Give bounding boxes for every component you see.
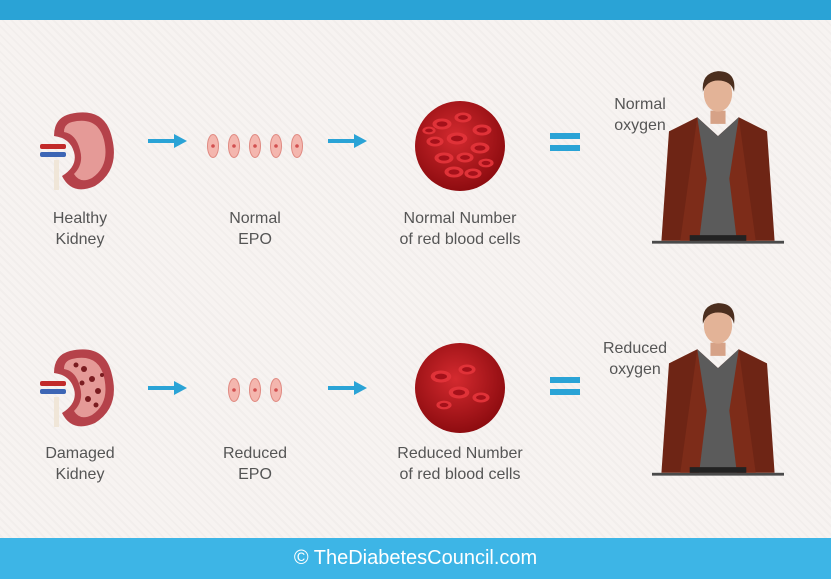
oxygen-label-normal: Normal oxygen: [590, 94, 690, 136]
epo-cells-normal: [205, 133, 309, 159]
epo-label-reduced: Reduced EPO: [195, 443, 315, 485]
kidney-label-line-1: Damaged: [45, 445, 115, 462]
kidney-label-line-2: Kidney: [55, 231, 105, 248]
rbc-label-line-1: Reduced Number: [397, 445, 523, 462]
oxygen-label-line-2: oxygen: [609, 361, 661, 378]
rbc-label-line-2: of red blood cells: [399, 466, 521, 483]
arrow-icon: [148, 380, 188, 396]
man-normal-oxygen-icon: [652, 60, 784, 250]
man-reduced-oxygen-icon: [652, 292, 784, 482]
kidney-label-line-1: Healthy: [52, 210, 108, 227]
rbc-label-normal: Normal Number of red blood cells: [385, 208, 535, 250]
arrow-icon: [328, 133, 368, 149]
arrow-icon: [328, 380, 368, 396]
oxygen-label-reduced: Reduced oxygen: [585, 338, 685, 380]
kidney-label-healthy: Healthy Kidney: [20, 208, 140, 250]
red-blood-cells-reduced-icon: [414, 342, 506, 434]
top-bar: [0, 0, 831, 20]
red-blood-cells-normal-icon: [414, 100, 506, 192]
damaged-kidney-icon: [40, 345, 120, 431]
oxygen-label-line-1: Normal: [614, 96, 666, 113]
epo-label-line-2: EPO: [238, 231, 272, 248]
equals-icon: [550, 131, 580, 153]
epo-label-normal: Normal EPO: [195, 208, 315, 250]
epo-label-line-1: Reduced: [222, 445, 288, 462]
oxygen-label-line-1: Reduced: [602, 340, 668, 357]
rbc-label-line-2: of red blood cells: [399, 231, 521, 248]
footer-copyright: © TheDiabetesCouncil.com: [0, 538, 831, 579]
kidney-label-line-2: Kidney: [55, 466, 105, 483]
epo-label-line-1: Normal: [229, 210, 281, 227]
equals-icon: [550, 375, 580, 397]
epo-label-line-2: EPO: [238, 466, 272, 483]
arrow-icon: [148, 133, 188, 149]
oxygen-label-line-2: oxygen: [614, 117, 666, 134]
epo-cells-reduced: [226, 377, 288, 403]
rbc-label-reduced: Reduced Number of red blood cells: [385, 443, 535, 485]
kidney-label-damaged: Damaged Kidney: [20, 443, 140, 485]
healthy-kidney-icon: [40, 108, 120, 194]
rbc-label-line-1: Normal Number: [403, 210, 517, 227]
